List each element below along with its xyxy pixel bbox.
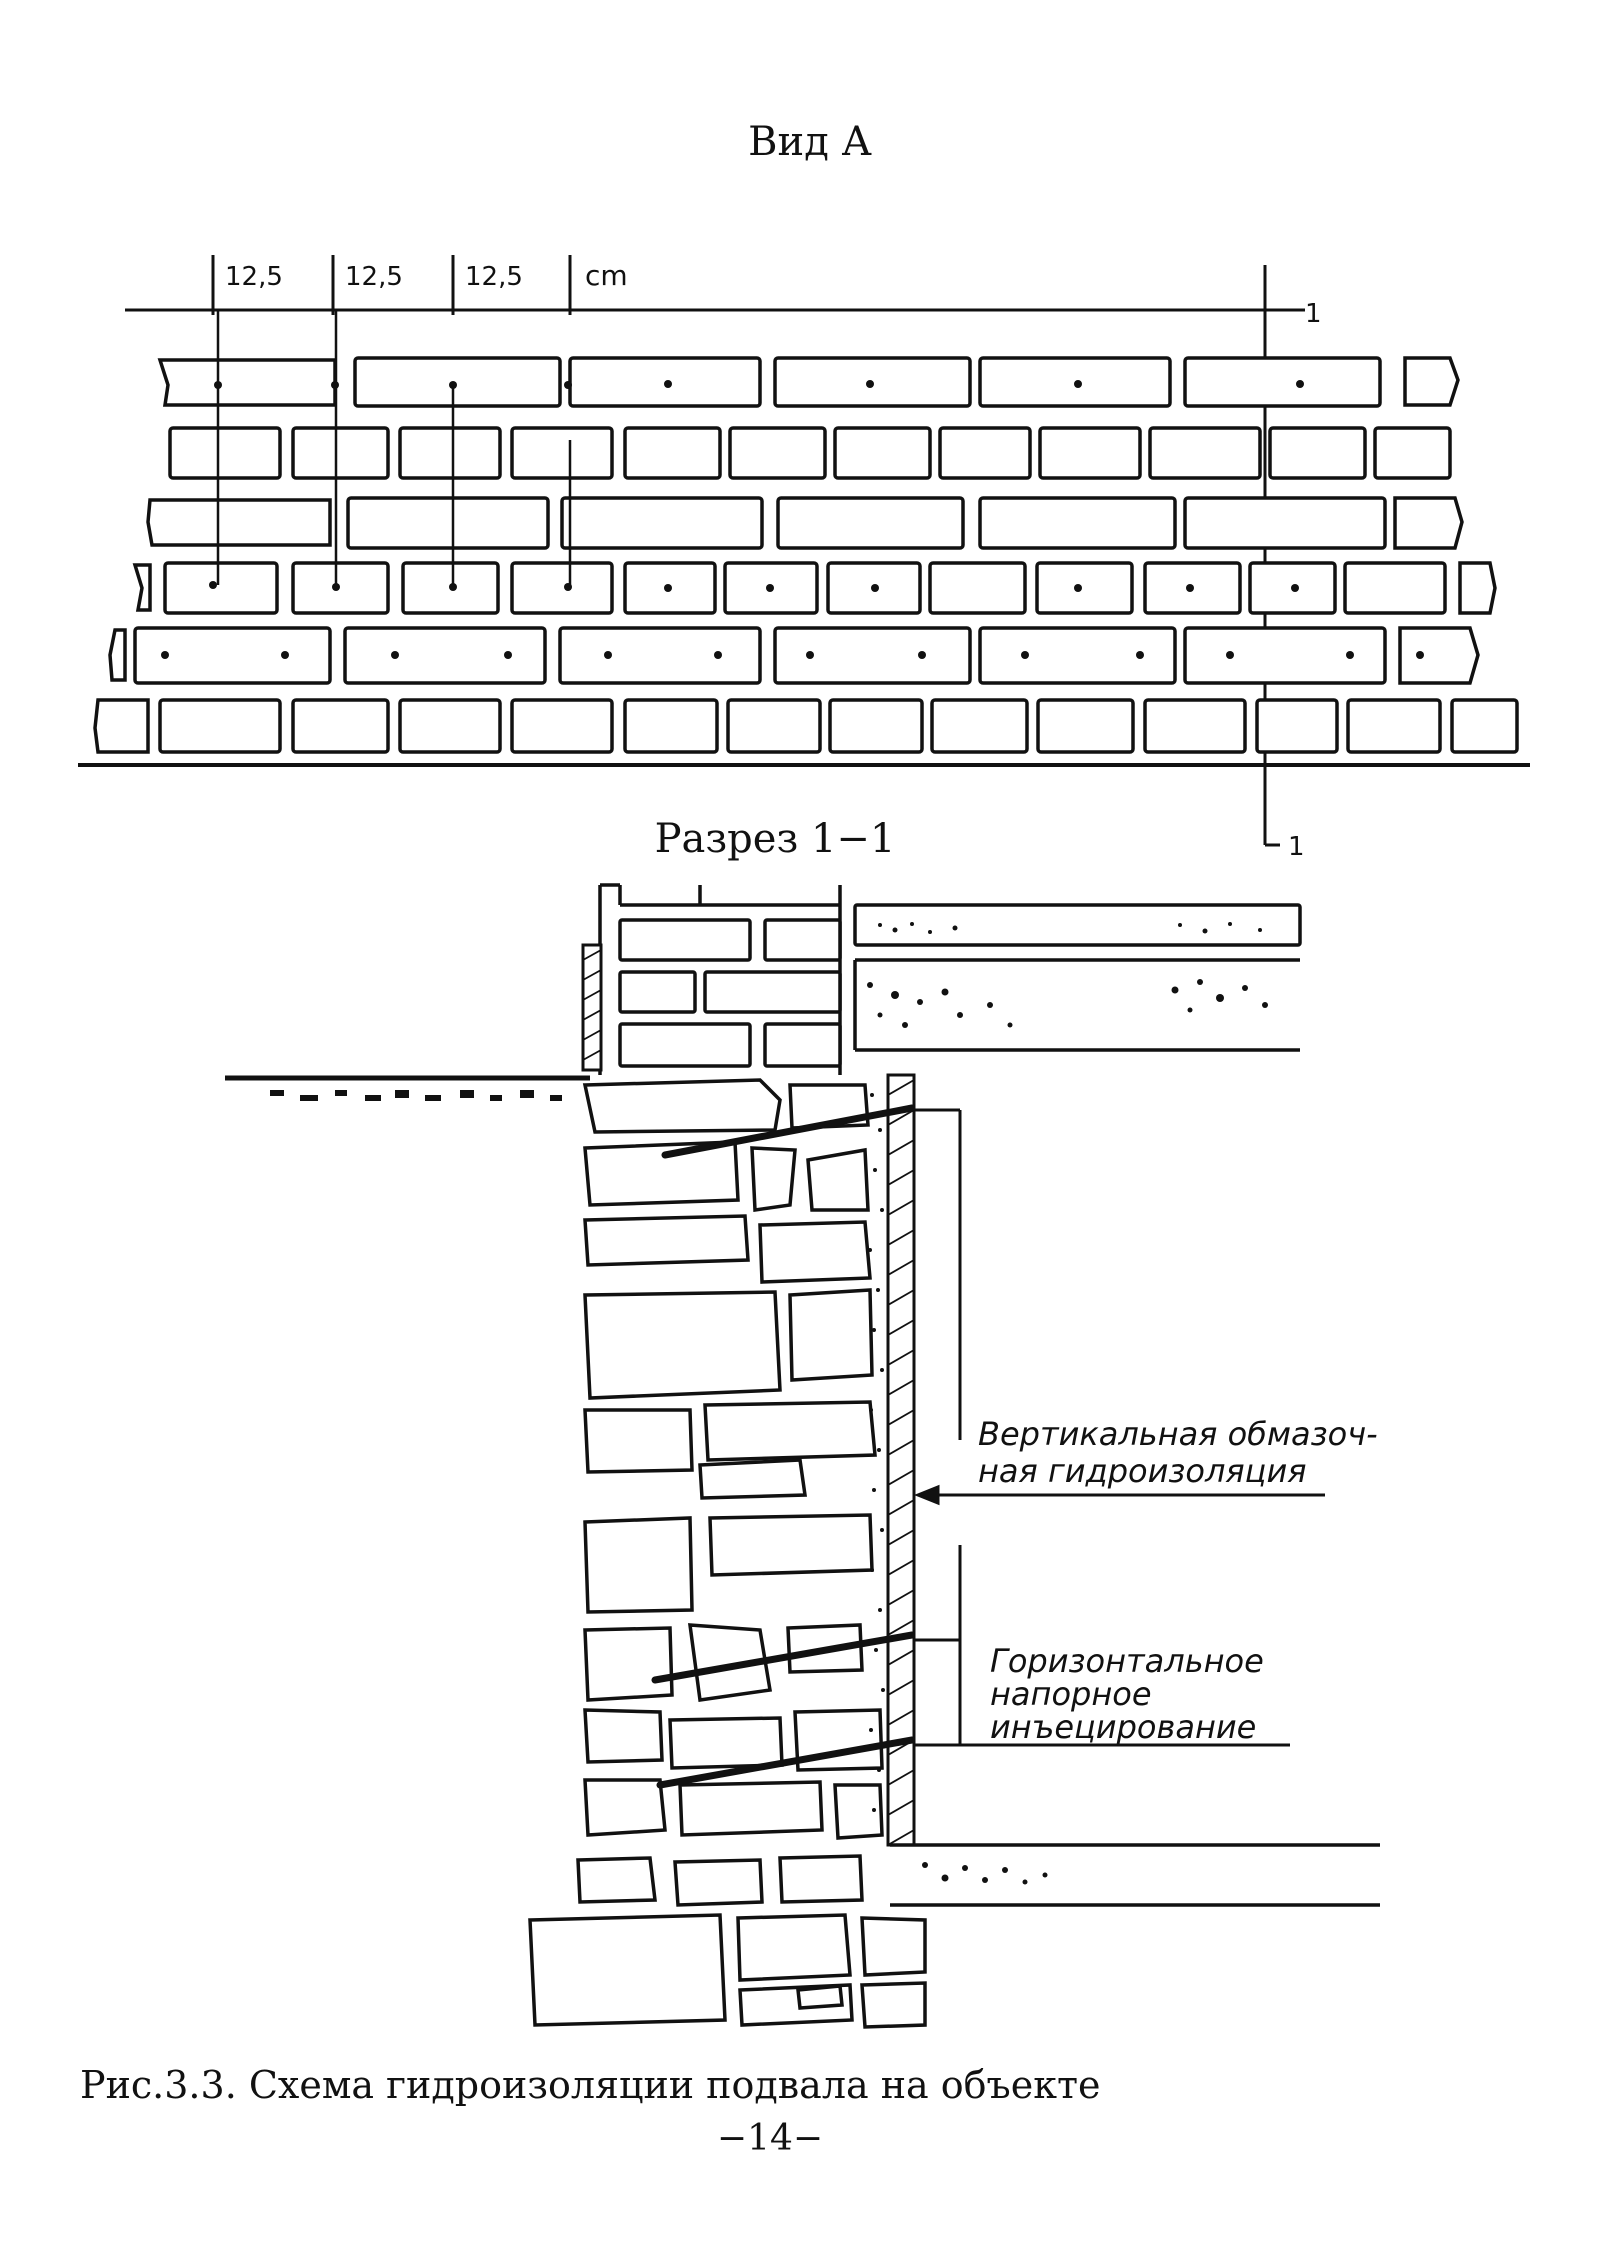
callout-horizontal-line2: напорное	[990, 1675, 1152, 1713]
waterproofing-membrane	[886, 1073, 916, 1847]
view-a-title: Вид А	[748, 119, 872, 165]
section-marker-top: 1	[1305, 299, 1322, 329]
section-marker-bottom: 1	[1288, 832, 1305, 862]
rubble-stone-foundation	[528, 1078, 927, 2029]
brick-wall-elevation	[93, 356, 1519, 754]
dimension-unit: cm	[585, 259, 628, 292]
injection-rods	[651, 1104, 916, 1789]
ground-soil-marks	[270, 1090, 562, 1101]
callout-vertical-line2: ная гидроизоляция	[978, 1452, 1307, 1490]
dimension-label-3: 12,5	[465, 262, 523, 292]
external-plaster-strip	[581, 943, 603, 1072]
slab-aggregate	[867, 922, 1268, 1028]
callout-leaders	[913, 1108, 1325, 1747]
section-cut-line	[1263, 265, 1280, 847]
injection-hole-dots	[161, 380, 1424, 659]
callout-horizontal-line3: инъецирование	[990, 1708, 1256, 1746]
callout-horizontal-line1: Горизонтальное	[990, 1642, 1264, 1680]
callout-vertical-line1: Вертикальная обмазоч-	[978, 1415, 1378, 1453]
dimension-leaders	[216, 310, 572, 587]
section-title: Разрез 1−1	[655, 816, 896, 862]
page-number: −14−	[717, 2118, 823, 2159]
upper-brick-wall-section	[598, 883, 842, 1075]
mortar-stipple	[868, 1093, 885, 1812]
dimension-label-1: 12,5	[225, 262, 283, 292]
basement-slab-aggregate	[922, 1862, 1048, 1885]
figure-caption: Рис.3.3. Схема гидроизоляции подвала на …	[80, 2063, 1100, 2107]
dimension-label-2: 12,5	[345, 262, 403, 292]
floor-slab	[853, 903, 1302, 1052]
basement-floor-slab	[890, 1843, 1380, 1907]
plaster-hatching	[582, 949, 602, 1061]
dimension-annotations	[211, 255, 572, 315]
